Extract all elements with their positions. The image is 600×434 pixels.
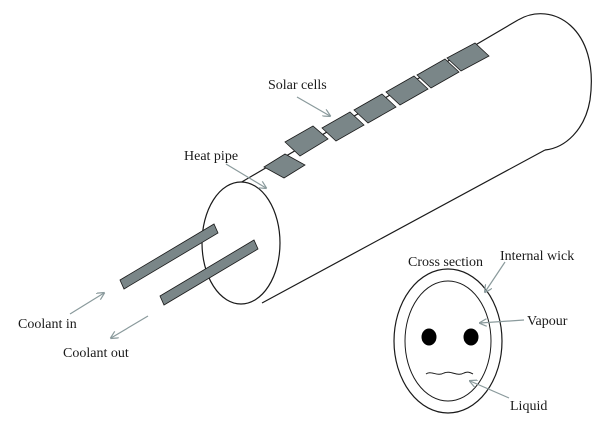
vapour-arrow — [480, 320, 525, 323]
liquid-label: Liquid — [510, 399, 547, 414]
cross-section-label: Cross section — [408, 255, 483, 270]
vapour-label: Vapour — [527, 314, 568, 329]
internal-wick-arrow — [485, 261, 506, 292]
vapour-bubble-right — [463, 328, 479, 346]
cylinder-bottom-edge — [261, 149, 546, 304]
cross-section — [393, 268, 503, 414]
coolant-in-label: Coolant in — [18, 317, 77, 332]
coolant-out-label: Coolant out — [63, 346, 129, 361]
liquid-surface — [425, 371, 474, 375]
coolant-pipe-lower — [159, 239, 259, 306]
leader-arrows — [69, 96, 525, 399]
solar-cell — [321, 111, 365, 142]
coolant-pipes — [119, 223, 259, 306]
liquid-arrow — [470, 381, 510, 399]
solar-cell — [416, 58, 460, 89]
vapour-bubble-left — [421, 328, 437, 346]
heat-pipe-arrow — [225, 163, 266, 188]
cylinder — [201, 13, 592, 305]
solar-cells-arrow — [296, 96, 330, 116]
solar-cell — [263, 153, 306, 179]
heat-pipe-label: Heat pipe — [184, 149, 238, 164]
cross-section-internal-wick — [404, 280, 492, 402]
solar-cell — [284, 125, 329, 157]
solar-cell — [446, 42, 490, 72]
cylinder-near-end — [201, 181, 281, 305]
solar-cell — [353, 93, 397, 124]
solar-cell — [385, 75, 429, 106]
coolant-in-arrow — [69, 293, 104, 315]
internal-wick-label: Internal wick — [500, 249, 574, 264]
cylinder-far-end — [517, 13, 592, 151]
solar-cells — [263, 42, 490, 179]
coolant-pipe-upper — [119, 223, 219, 290]
coolant-out-arrow — [111, 315, 149, 338]
solar-cells-label: Solar cells — [268, 78, 327, 93]
